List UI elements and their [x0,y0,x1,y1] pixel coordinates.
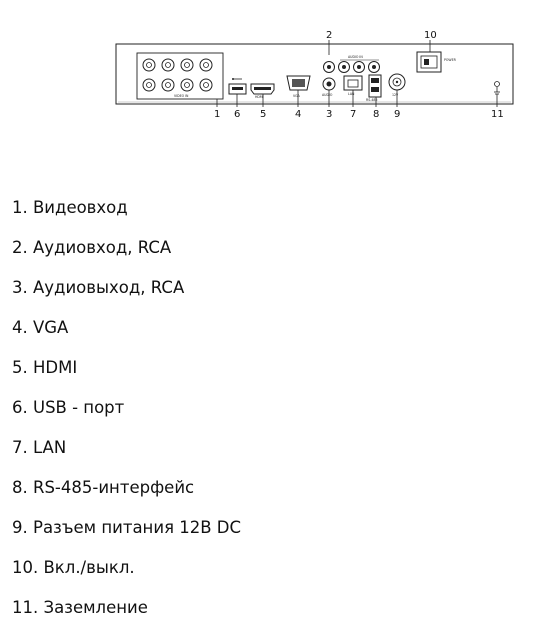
video-in-bnc-block: VIDEO IN [136,52,224,100]
legend-item: 10. Вкл./выкл. [12,558,135,577]
legend-item: 3. Аудиовыход, RCA [12,278,185,297]
power-in-label: 12V [392,93,399,97]
bnc-connector-icon [142,58,213,92]
chassis-outline [115,43,514,105]
callout-9: 9 [394,109,400,120]
callout-8: 8 [373,109,379,120]
legend-item: 8. RS-485-интерфейс [12,478,195,497]
lan-label: LAN [348,92,355,96]
callout-leader-lines [216,40,498,107]
audio-in-rca-block: AUDIO IN [323,55,380,73]
vga-label: VGA [293,94,301,98]
callout-10: 10 [424,30,437,41]
legend-list: 1. Видеовход 2. Аудиовход, RCA 3. Аудиов… [12,195,241,635]
callout-6: 6 [234,109,240,120]
hdmi-label: HDMI [255,95,264,99]
callout-2: 2 [326,30,332,41]
power-switch-label: POWER [444,58,457,62]
power-switch-icon: POWER [416,51,457,73]
callout-1: 1 [214,109,220,120]
callout-5: 5 [260,109,266,120]
legend-item: 9. Разъем питания 12В DC [12,518,242,537]
legend-item: 7. LAN [12,438,67,457]
video-in-label: VIDEO IN [174,94,189,98]
vga-port-icon: VGA [286,75,311,98]
callout-4: 4 [295,109,301,120]
audio-out-label: AUDIO [322,93,333,97]
legend-item: 6. USB - порт [12,398,125,417]
audio-in-label: AUDIO IN [348,55,363,59]
usb-port-icon [228,78,247,95]
rear-panel-diagram: VIDEO IN HDMI VGA AUDIO IN AUDIO [115,30,514,120]
rs485-terminal-icon: RS-485 [366,74,382,102]
legend-item: 1. Видеовход [12,198,128,217]
callout-11: 11 [491,109,504,120]
callout-7: 7 [350,109,356,120]
legend-item: 2. Аудиовход, RCA [12,238,172,257]
legend-item: 11. Заземление [12,598,148,617]
legend-item: 4. VGA [12,318,69,337]
rs485-label: RS-485 [366,98,377,102]
legend-item: 5. HDMI [12,358,78,377]
rca-connector-icon [323,61,380,73]
hdmi-port-icon: HDMI [250,83,275,99]
callout-3: 3 [326,109,332,120]
